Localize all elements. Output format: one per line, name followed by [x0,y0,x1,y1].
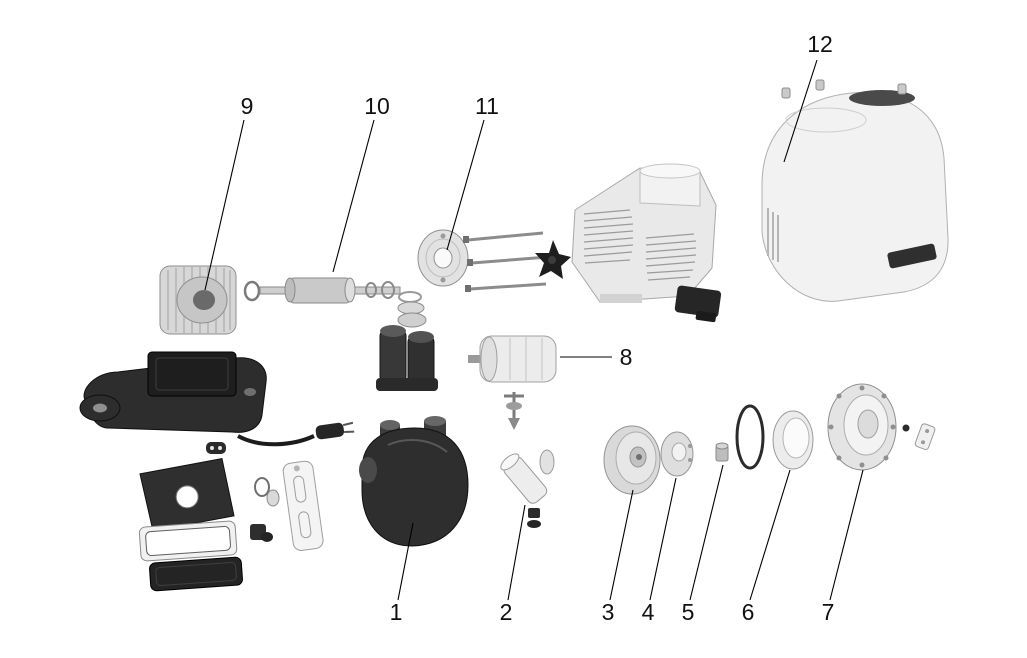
callout-9: 9 [241,93,254,119]
cooling-fan [535,240,571,279]
terminal-box [674,285,722,323]
cover-plate-dark [887,243,937,269]
base-cover-plate [149,556,243,592]
callout-7: 7 [822,599,835,625]
ejector-valve-assembly [500,449,555,528]
callout-2: 2 [500,599,513,625]
callout-5: 5 [682,599,695,625]
pump-cover-flange [827,383,936,471]
seal-ring [772,410,814,470]
power-cord [237,421,355,447]
callout-11: 11 [475,93,499,119]
motor-cover [761,90,949,302]
valve-stem [504,392,524,430]
motor-stator [159,265,237,335]
callout-10: 10 [364,93,390,119]
leader-lines [204,59,864,601]
check-valve-and-manifold [376,291,438,391]
gasket [138,520,238,562]
small-washers [254,477,280,507]
callout-12: 12 [807,31,833,57]
callout-6: 6 [742,599,755,625]
rotor-shaft [243,277,401,304]
mechanical-seal-and-o-ring [715,404,765,470]
cord-grommet [206,442,226,454]
slotted-plate [282,460,324,551]
motor-through-bolts [463,231,549,292]
impeller [603,425,661,495]
callout-3: 3 [602,599,615,625]
callout-8: 8 [620,344,633,370]
pump-body [359,416,469,547]
pressure-tank [468,335,557,383]
mounting-bracket [139,458,235,532]
callout-1: 1 [390,599,403,625]
callout-4: 4 [642,599,655,625]
diffuser-plate [660,431,694,477]
callout-labels: 1 2 3 4 5 6 7 8 9 10 11 12 [241,31,835,625]
motor-rear-housing [571,163,717,303]
cover-screws [781,79,907,99]
cable-clamp [250,524,273,542]
bearing-cover [417,229,469,287]
pump-base [79,351,267,433]
